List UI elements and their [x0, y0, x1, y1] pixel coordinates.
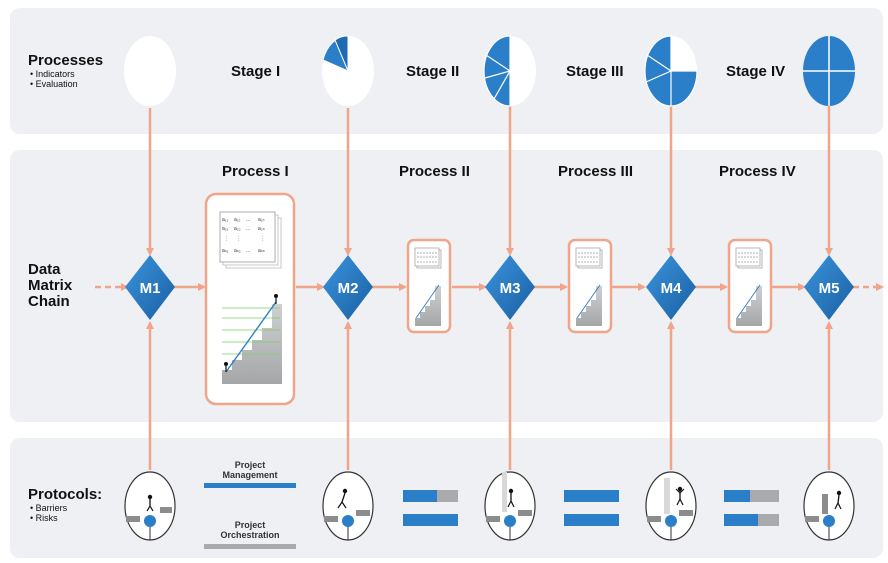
matrix-cell-r2c4: a₂ₙ	[258, 226, 265, 232]
milestone-label-m2: M2	[338, 280, 359, 297]
person-icon	[342, 488, 348, 494]
protocol-circle-m4	[645, 471, 697, 541]
protocol-circle-m5	[803, 471, 855, 541]
matrix-stack-icon: a₁₁ a₁₂ ... a₁ₙ a₂₁ a₂₂ ... a₂ₙ ⋮ ⋮ ⋮ aₙ…	[219, 211, 282, 269]
protocol-bars-4	[724, 490, 779, 526]
protocol-bars-2	[403, 490, 458, 526]
project-orchestration-bar	[204, 544, 296, 549]
milestone-label-m4: M4	[661, 280, 682, 297]
pm-line-2: Management	[222, 470, 278, 480]
protocols-title: Protocols:	[28, 486, 103, 503]
project-management-bar	[204, 483, 296, 488]
milestone-label-m1: M1	[140, 280, 161, 297]
pm-line-1: Project	[234, 460, 266, 470]
staircase-icon	[222, 294, 282, 384]
processes-item-evaluation: Evaluation	[30, 79, 78, 89]
milestone-m1[interactable]: M1	[125, 255, 175, 320]
matrix-cell-r3c4: ⋮	[260, 236, 265, 242]
milestone-m5[interactable]: M5	[804, 255, 854, 320]
matrix-cell-r1c2: a₁₂	[234, 217, 240, 223]
process-card-2[interactable]	[406, 238, 452, 334]
stage-pie-m5	[803, 36, 855, 106]
title-line-2: Matrix	[28, 277, 73, 294]
po-line-2: Orchestration	[220, 530, 280, 540]
milestone-label-m5: M5	[819, 280, 840, 297]
process-card-1[interactable]: a₁₁ a₁₂ ... a₁ₙ a₂₁ a₂₂ ... a₂ₙ ⋮ ⋮ ⋮ aₙ…	[204, 192, 296, 406]
protocols-item-risks: Risks	[30, 513, 67, 523]
process-label-1: Process I	[222, 163, 289, 180]
protocols-item-barriers: Barriers	[30, 503, 68, 513]
matrix-cell-r4c3: ...	[246, 248, 250, 254]
processes-list: Indicators Evaluation	[30, 69, 78, 89]
milestone-label-m3: M3	[500, 280, 521, 297]
matrix-cell-r4c1: aₙ₁	[222, 248, 229, 254]
matrix-cell-r3c1: ⋮	[224, 236, 229, 242]
matrix-cell-r2c2: a₂₂	[234, 226, 241, 232]
stage-pie-m3	[483, 35, 536, 107]
stage-label-3: Stage III	[566, 63, 624, 80]
process-label-4: Process IV	[719, 163, 796, 180]
person-icon	[677, 486, 683, 492]
matrix-cell-r1c4: a₁ₙ	[258, 217, 264, 223]
stage-pie-m1	[124, 36, 176, 106]
person-icon	[508, 488, 514, 494]
matrix-cell-r1c3: ...	[246, 217, 250, 223]
protocols-list: Barriers Risks	[30, 503, 68, 523]
process-card-3[interactable]	[567, 238, 613, 334]
stage-label-4: Stage IV	[726, 63, 786, 80]
person-icon	[147, 494, 153, 500]
protocol-arrows	[146, 321, 833, 470]
title-line-3: Chain	[28, 293, 70, 310]
stage-label-1: Stage I	[231, 63, 281, 80]
title-line-1: Data	[28, 261, 61, 278]
process-card-4[interactable]	[727, 238, 773, 334]
milestone-m4[interactable]: M4	[646, 255, 696, 320]
matrix-cell-r3c2: ⋮	[236, 236, 241, 242]
protocol-circle-m3	[484, 471, 536, 541]
processes-item-indicators: Indicators	[30, 69, 78, 79]
matrix-cell-r2c3: ...	[246, 226, 250, 232]
project-management-label: Project Management	[216, 460, 284, 480]
stage-label-2: Stage II	[406, 63, 460, 80]
stage-arrows	[146, 100, 833, 256]
data-matrix-chain-title: Data Matrix Chain	[28, 262, 72, 310]
process-label-3: Process III	[558, 163, 634, 180]
process-label-2: Process II	[399, 163, 470, 180]
protocol-bars-3	[564, 490, 619, 526]
project-orchestration-label: Project Orchestration	[210, 520, 290, 540]
stage-pie-m4	[644, 35, 698, 107]
matrix-cell-r2c1: a₂₁	[222, 226, 229, 232]
milestone-m3[interactable]: M3	[485, 255, 535, 320]
po-line-1: Project	[234, 520, 266, 530]
processes-title: Processes	[28, 52, 104, 69]
matrix-cell-r4c2: aₙ₂	[234, 248, 241, 254]
milestone-m2[interactable]: M2	[323, 255, 373, 320]
stage-pie-m2	[322, 35, 374, 106]
protocol-circle-m2	[322, 471, 374, 541]
matrix-cell-r4c4: aₙₙ	[258, 248, 265, 254]
protocol-circle-m1	[124, 471, 176, 541]
person-icon	[836, 490, 842, 496]
matrix-cell-r1c1: a₁₁	[222, 217, 228, 223]
